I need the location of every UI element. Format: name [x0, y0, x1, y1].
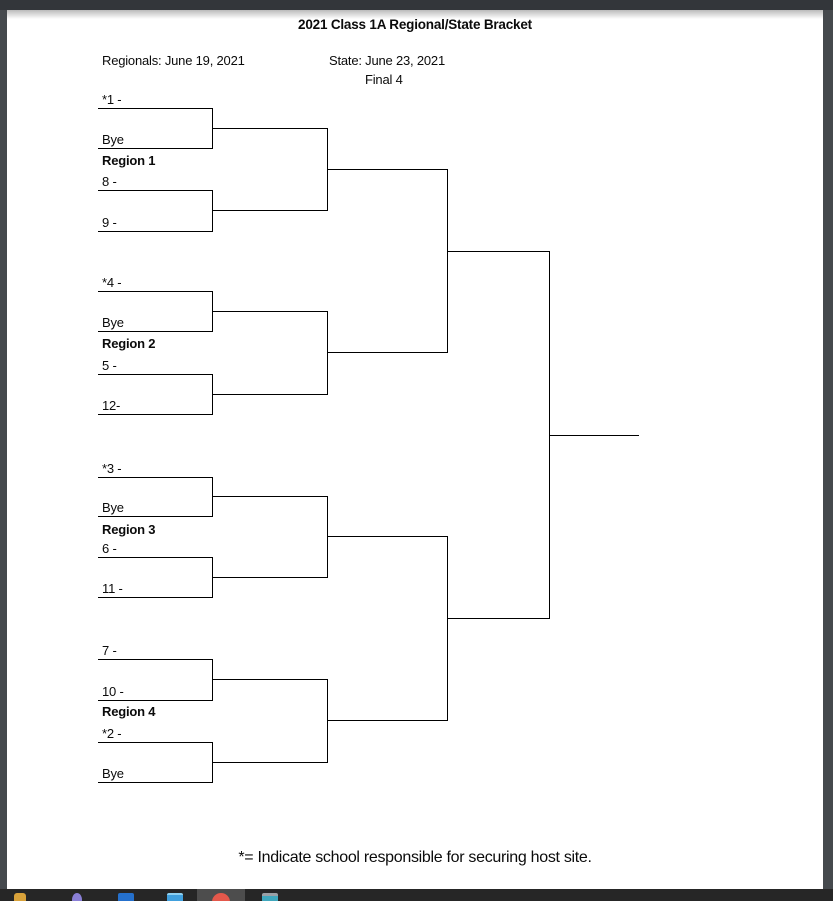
seed-label: 8 - — [102, 174, 117, 189]
seed-label: 10 - — [102, 684, 124, 699]
bracket-line — [98, 597, 212, 598]
bracket-line — [98, 477, 212, 478]
bracket-line — [98, 148, 212, 149]
bracket-line — [98, 331, 212, 332]
bracket-line — [98, 659, 212, 660]
bracket-line — [212, 679, 327, 680]
seed-label: Bye — [102, 132, 124, 147]
document-title: 2021 Class 1A Regional/State Bracket — [298, 17, 532, 32]
bracket-line — [212, 577, 327, 578]
bracket-line — [327, 169, 447, 170]
bracket-document-page: 2021 Class 1A Regional/State Bracket Reg… — [7, 10, 823, 889]
window-right-edge — [823, 10, 833, 889]
region-4-label: Region 4 — [102, 704, 156, 719]
seed-label: Bye — [102, 766, 124, 781]
window-left-edge — [0, 10, 7, 889]
bracket-line — [447, 536, 448, 721]
app-blue-icon[interactable] — [118, 893, 134, 901]
bracket-line — [212, 659, 213, 701]
bracket-line — [98, 557, 212, 558]
bracket-line — [212, 190, 213, 232]
app-teal-icon[interactable] — [262, 893, 278, 901]
bracket-line — [98, 742, 212, 743]
bracket-line — [447, 251, 549, 252]
seed-label: 7 - — [102, 643, 117, 658]
region-3-label: Region 3 — [102, 522, 156, 537]
bracket-line — [98, 516, 212, 517]
taskbar — [0, 889, 833, 901]
region-2-label: Region 2 — [102, 336, 156, 351]
seed-label: Bye — [102, 315, 124, 330]
bracket-line — [327, 536, 447, 537]
bracket-line — [98, 190, 212, 191]
seed-label: 6 - — [102, 541, 117, 556]
bracket-line — [212, 496, 327, 497]
bracket-line — [98, 414, 212, 415]
state-date-label: State: June 23, 2021 — [329, 53, 445, 68]
bracket-line — [98, 108, 212, 109]
bracket-line — [327, 311, 328, 395]
seed-label: *3 - — [102, 461, 122, 476]
files-app-icon[interactable] — [14, 893, 26, 901]
regionals-date-label: Regionals: June 19, 2021 — [102, 53, 245, 68]
seed-label: 5 - — [102, 358, 117, 373]
app-purple-icon[interactable] — [72, 893, 82, 901]
bracket-line — [327, 352, 447, 353]
bracket-line — [98, 291, 212, 292]
bracket-line — [98, 700, 212, 701]
bracket-line — [98, 374, 212, 375]
bracket-line — [327, 496, 328, 578]
seed-label: 9 - — [102, 215, 117, 230]
seed-label: Bye — [102, 500, 124, 515]
seed-label: 12- — [102, 398, 121, 413]
bracket-line — [212, 210, 327, 211]
region-1-label: Region 1 — [102, 153, 156, 168]
bracket-line — [212, 477, 213, 517]
bracket-line — [447, 618, 549, 619]
bracket-line — [212, 311, 327, 312]
bracket-line — [447, 169, 448, 353]
bracket-line — [327, 720, 447, 721]
bracket-line — [212, 762, 327, 763]
seed-label: *1 - — [102, 92, 122, 107]
bracket-line — [98, 231, 212, 232]
host-site-footnote: *= Indicate school responsible for secur… — [238, 849, 592, 866]
browser-active-icon[interactable] — [212, 893, 230, 901]
seed-label: 11 - — [102, 581, 123, 596]
champion-line — [549, 435, 639, 436]
page-top-shadow — [7, 10, 823, 19]
final-4-label: Final 4 — [365, 72, 403, 87]
seed-label: *4 - — [102, 275, 122, 290]
app-lightblue-icon[interactable] — [167, 893, 183, 901]
seed-label: *2 - — [102, 726, 122, 741]
bracket-line — [212, 128, 327, 129]
bracket-line — [212, 394, 327, 395]
window-top-bar — [0, 0, 833, 10]
bracket-line — [327, 679, 328, 763]
bracket-line — [98, 782, 212, 783]
